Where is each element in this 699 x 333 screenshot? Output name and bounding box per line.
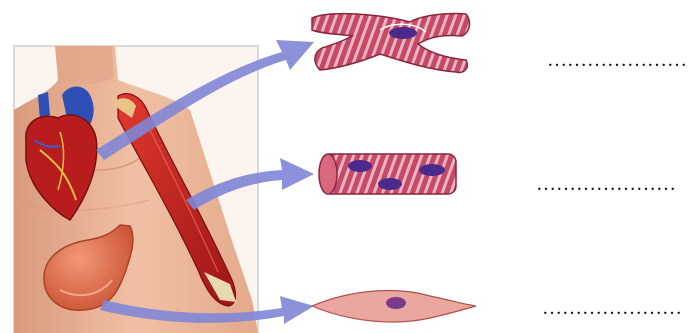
answer-blank-2[interactable]: ………………… — [536, 174, 676, 194]
answer-blank-1[interactable]: ………………… — [547, 50, 687, 70]
cardiac-muscle-cell-icon — [312, 13, 469, 72]
answer-blank-3[interactable]: ………………… — [542, 298, 682, 318]
smooth-muscle-cell-icon — [312, 291, 476, 322]
skeletal-muscle-cell-icon — [319, 154, 456, 194]
